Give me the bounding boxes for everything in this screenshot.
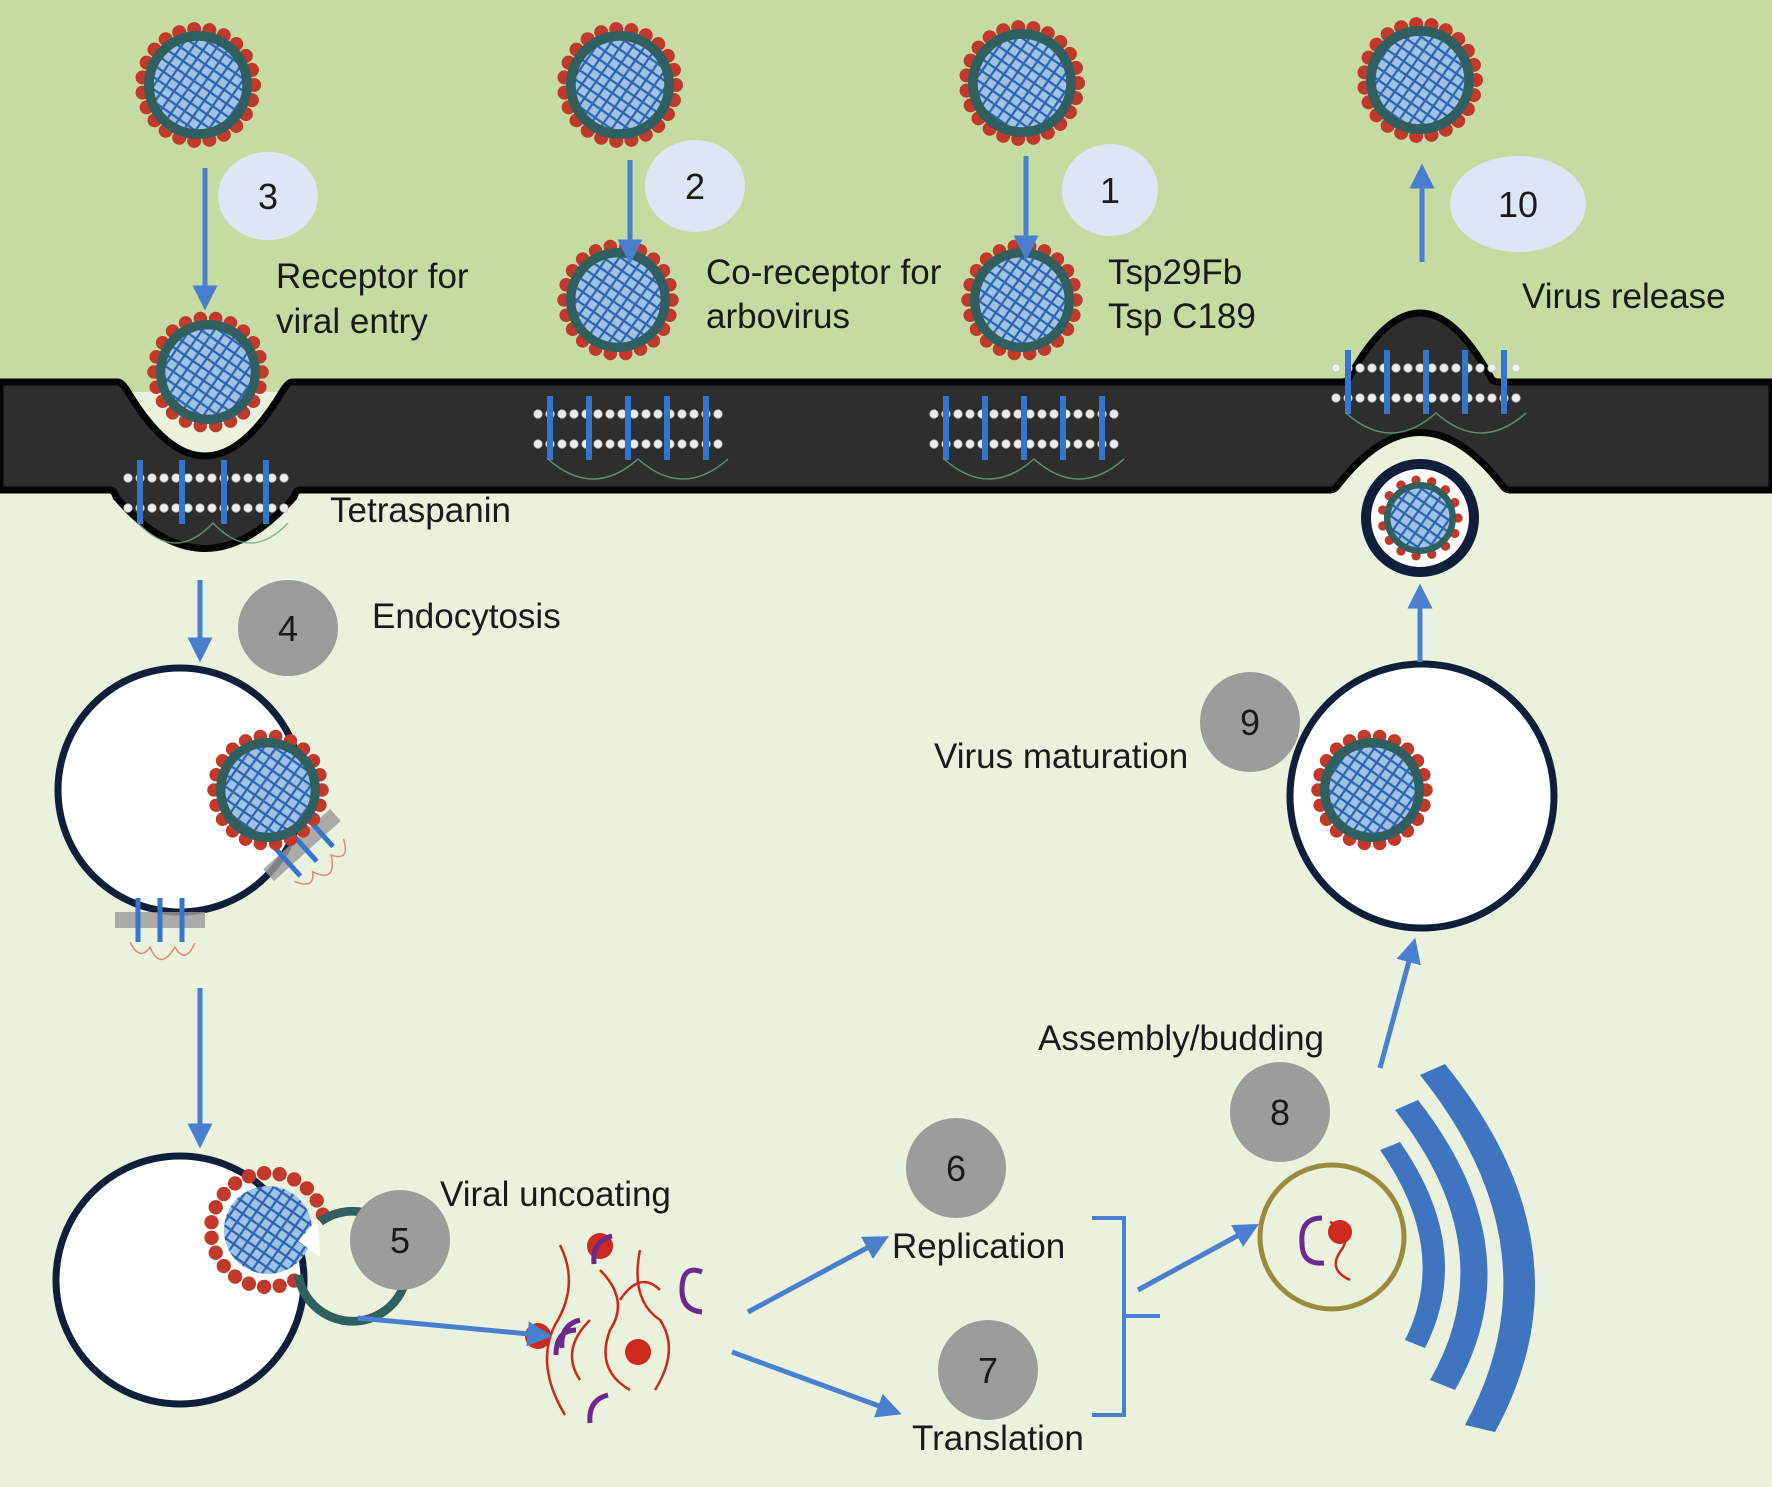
label-coreceptor-line2: arbovirus [706, 297, 850, 336]
rna-strand-3 [570, 1319, 591, 1381]
tetraspanin-coreceptor [533, 396, 729, 480]
rna-strand-0 [545, 1244, 571, 1416]
step-badge-9: 9 [1200, 672, 1300, 772]
brackets [1092, 1216, 1160, 1417]
virion-step3-free [135, 22, 262, 148]
step-number-9: 9 [1240, 702, 1260, 743]
protein-fragment-4 [553, 1327, 577, 1356]
step-number-7: 7 [978, 1350, 998, 1391]
step-badge-7: 7 [938, 1320, 1038, 1420]
tetraspanin-tsp [929, 396, 1125, 480]
label-replication: Replication [892, 1227, 1065, 1266]
virion-endosome [207, 729, 329, 851]
arrow-to-assembly [1136, 1224, 1259, 1293]
rna-strand-4 [618, 1280, 661, 1301]
rna-nucleocapsid-1 [625, 1339, 651, 1365]
arrow-translation [731, 1349, 902, 1418]
protein-fragment-2 [559, 1317, 581, 1349]
virion-maturing [1311, 729, 1433, 851]
assembly-genome [1299, 1215, 1352, 1282]
arrow-uncoating [357, 1315, 553, 1347]
replication-translation-bracket [1092, 1216, 1160, 1417]
step-number-2: 2 [685, 166, 705, 207]
virion-exiting [1378, 475, 1463, 561]
step-number-3: 3 [258, 176, 278, 217]
label-tsp-line1: Tsp29Fb [1108, 253, 1242, 292]
process-arrows [187, 156, 1435, 1418]
tetraspanin-complexes [115, 350, 1527, 961]
tetraspanin-pit [123, 460, 289, 544]
label-assembly-budding: Assembly/budding [1038, 1019, 1324, 1058]
virion-step2-free [557, 22, 684, 148]
step-badge-3: 3 [218, 152, 318, 240]
label-tsp-line2: Tsp C189 [1108, 297, 1256, 336]
tetraspanin-endosome-a [115, 898, 205, 961]
rna-strand-2 [636, 1249, 671, 1391]
arrow-assembly-up [1377, 937, 1421, 1069]
assembly-nucleocapsid [1328, 1220, 1352, 1244]
labels: Receptor for viral entry Co-receptor for… [276, 253, 1726, 1458]
label-virus-maturation: Virus maturation [934, 737, 1188, 776]
step-badges: 1 2 3 4 5 6 7 8 9 10 [218, 140, 1586, 1420]
virion-step1-free [959, 20, 1086, 146]
step-number-6: 6 [946, 1148, 966, 1189]
rna-strand-1 [599, 1269, 631, 1392]
step-badge-4: 4 [238, 580, 338, 676]
protein-fragment-1 [679, 1267, 703, 1315]
label-receptor-line2: viral entry [276, 302, 428, 341]
step-number-8: 8 [1270, 1092, 1290, 1133]
label-coreceptor-line1: Co-receptor for [706, 253, 942, 292]
label-receptor-line1: Receptor for [276, 257, 469, 296]
step-number-4: 4 [278, 608, 298, 649]
assembly-protein [1299, 1215, 1325, 1266]
step-badge-6: 6 [906, 1118, 1006, 1218]
protein-fragment-3 [587, 1392, 609, 1424]
label-endocytosis: Endocytosis [372, 597, 561, 636]
virion-step10-released [1357, 17, 1484, 143]
step-number-10: 10 [1498, 184, 1538, 225]
protein-fragment-0 [591, 1233, 613, 1265]
label-translation: Translation [912, 1419, 1084, 1458]
virion-coreceptor-bound [557, 239, 679, 361]
step-number-1: 1 [1100, 170, 1120, 211]
virion-receptor-bound [147, 311, 269, 433]
virions [135, 17, 1484, 1326]
step-badge-2: 2 [645, 140, 745, 232]
label-tetraspanin: Tetraspanin [330, 491, 511, 530]
step-badge-1: 1 [1062, 144, 1158, 236]
step-badge-10: 10 [1450, 156, 1586, 252]
virion-tsp-bound [961, 239, 1083, 361]
step-badge-8: 8 [1230, 1062, 1330, 1162]
step-badge-5: 5 [350, 1190, 450, 1290]
golgi-apparatus [1380, 1064, 1535, 1432]
tetraspanin-release [1331, 350, 1527, 434]
label-viral-uncoating: Viral uncoating [440, 1175, 671, 1214]
arrow-replication [746, 1236, 890, 1315]
assembly-vesicle [1257, 1162, 1407, 1312]
label-virus-release: Virus release [1522, 277, 1726, 316]
step-number-5: 5 [390, 1220, 410, 1261]
